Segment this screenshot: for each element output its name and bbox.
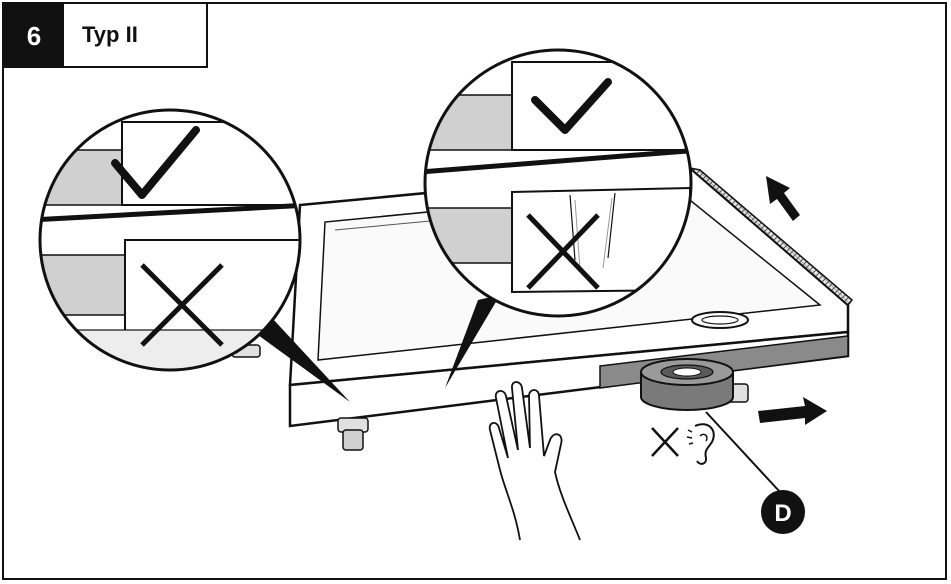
hand-illustration xyxy=(488,381,581,541)
arrow-icon xyxy=(766,176,800,221)
ear-no-sound-icon xyxy=(651,423,715,465)
step-number: 6 xyxy=(4,4,64,68)
detail-magnifier-left xyxy=(38,108,350,402)
check-mark-icon xyxy=(111,126,200,199)
callout-d-label: D xyxy=(774,500,791,527)
cross-icon xyxy=(140,263,224,347)
callout-leader-line xyxy=(705,411,781,493)
callout-d: D xyxy=(761,490,805,534)
sealing-tape-roll xyxy=(640,358,734,411)
check-mark-icon xyxy=(531,78,612,134)
cross-icon xyxy=(526,213,600,290)
tray-foot xyxy=(337,417,369,451)
arrow-icon xyxy=(758,397,827,425)
step-title: Typ II xyxy=(64,4,208,68)
